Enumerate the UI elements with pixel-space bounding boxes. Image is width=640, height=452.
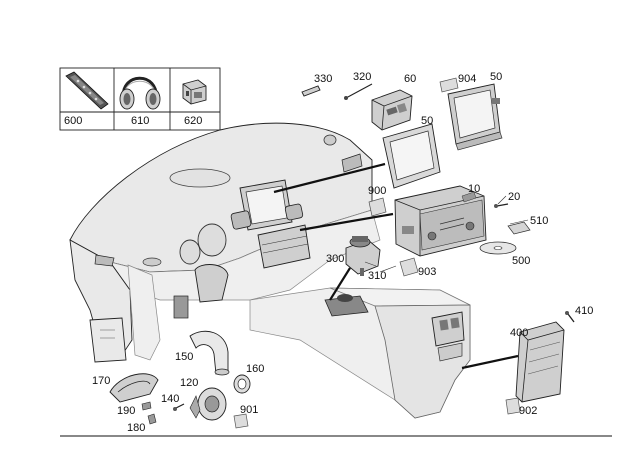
control-module-60-part[interactable] [371,89,413,131]
callout-610: 610 [131,115,149,127]
controller-300-part[interactable] [345,236,381,275]
label-903-part[interactable] [399,257,419,277]
callout-50-upper: 50 [490,71,502,83]
label-902-part[interactable] [505,397,521,415]
label-904-part[interactable] [439,77,459,93]
headphones-part[interactable] [119,76,161,110]
label-900-part[interactable] [368,197,387,217]
ring-160-part[interactable] [233,374,251,394]
screw-310-part[interactable] [360,268,364,276]
display-50-center-part[interactable] [382,123,441,189]
screw-20-part[interactable] [494,203,509,208]
trim-170-part[interactable] [109,373,159,403]
label-901-part[interactable] [233,413,249,429]
callout-600: 600 [64,115,82,127]
disc-500-part[interactable] [479,241,517,255]
callout-140: 140 [161,393,179,405]
callout-20: 20 [508,191,520,203]
callout-310: 310 [368,270,386,282]
leader-head-unit [299,212,394,232]
clip-190-part[interactable] [141,401,152,411]
callout-leaders [364,195,529,273]
callout-400: 400 [510,327,528,339]
callout-160: 160 [246,363,264,375]
screw-410-part[interactable] [565,311,575,323]
callout-901: 901 [240,404,258,416]
callout-190: 190 [117,405,135,417]
rod-320-part[interactable] [344,83,373,100]
module-620-part[interactable] [182,79,207,105]
callout-50-center: 50 [421,115,433,127]
duct-150-part[interactable] [189,330,230,376]
leader-amplifier [461,354,519,370]
card-510-part[interactable] [507,221,531,235]
callout-330: 330 [314,73,332,85]
callout-180: 180 [127,422,145,434]
callout-labels: 600 610 620 330 320 60 904 50 50 900 10 … [64,71,593,434]
leader-controller [329,267,351,301]
callout-900: 900 [368,185,386,197]
bolt-140-part[interactable] [173,403,185,411]
head-unit-10-part[interactable] [394,185,487,257]
callout-60: 60 [404,73,416,85]
callout-10: 10 [468,183,480,195]
remote-control-part[interactable] [65,71,109,110]
dashboard-assembly [69,122,381,363]
callout-904: 904 [458,73,476,85]
amplifier-400-part[interactable] [515,321,565,403]
clip-180-part[interactable] [147,413,157,425]
callout-410: 410 [575,305,593,317]
callout-902: 902 [519,405,537,417]
clip-330-part[interactable] [301,85,321,97]
callout-510: 510 [530,215,548,227]
speaker-120-part[interactable] [189,387,227,421]
center-console [249,287,471,419]
callout-150: 150 [175,351,193,363]
accessory-table [59,67,221,131]
callout-620: 620 [184,115,202,127]
callout-500: 500 [512,255,530,267]
leader-lines [273,162,519,370]
leader-display [273,162,386,194]
callout-170: 170 [92,375,110,387]
callout-300: 300 [326,253,344,265]
display-50-upper-part[interactable] [447,83,503,151]
callout-120: 120 [180,377,198,389]
callout-320: 320 [353,71,371,83]
callout-903: 903 [418,266,436,278]
